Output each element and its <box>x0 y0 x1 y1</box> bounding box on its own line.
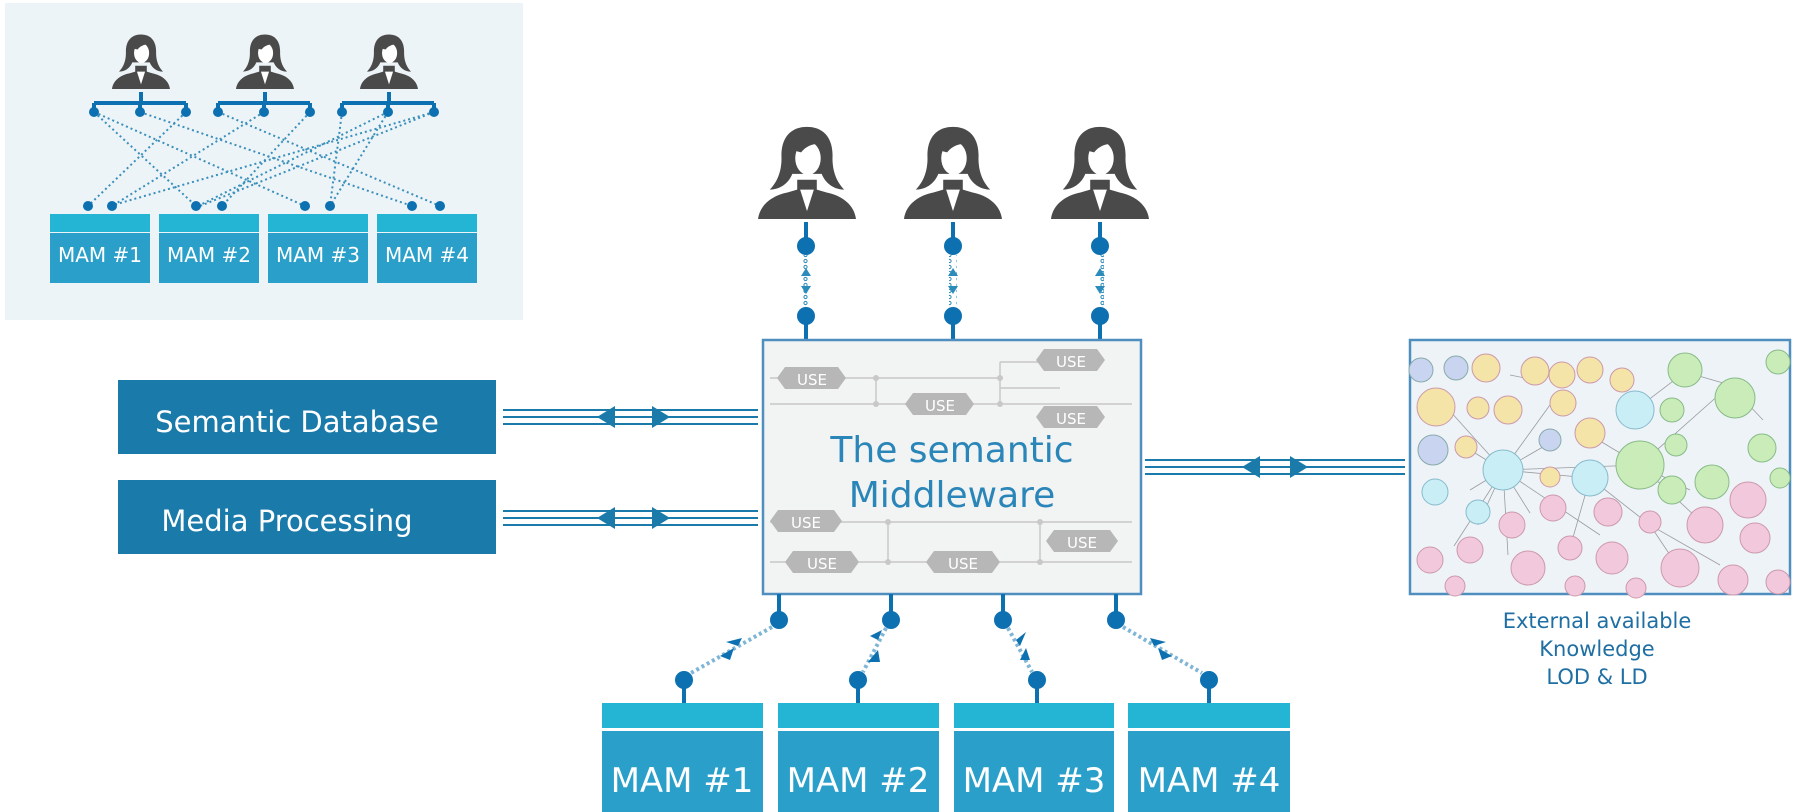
external-caption-line1: External available <box>1503 609 1692 633</box>
inset-mam-label: MAM #4 <box>385 243 469 267</box>
inset-panel: MAM #1 MAM #2 MAM #3 MAM #4 <box>5 3 523 320</box>
use-badge-label: USE <box>925 397 955 415</box>
user-icon <box>758 126 856 219</box>
mam-1: MAM #1 <box>602 703 763 812</box>
inset-mam-1: MAM #1 <box>50 214 150 283</box>
user-icon <box>904 126 1002 219</box>
use-badge: USE <box>785 551 859 573</box>
semantic-database-label: Semantic Database <box>155 405 439 439</box>
use-badge: USE <box>777 367 846 389</box>
inset-mam-label: MAM #2 <box>167 243 251 267</box>
inset-mam-3: MAM #3 <box>268 214 368 283</box>
top-users <box>758 126 1149 219</box>
inset-mam-label: MAM #1 <box>58 243 142 267</box>
external-knowledge-caption: External available Knowledge LOD & LD <box>1503 609 1692 689</box>
inset-cross-links <box>87 111 441 207</box>
semantic-database-connector <box>503 406 758 428</box>
middleware-title-line1: The semantic <box>829 430 1073 471</box>
use-badge: USE <box>1036 406 1105 428</box>
media-processing-box: Media Processing <box>118 480 496 554</box>
bottom-mam-connectors <box>675 594 1218 703</box>
use-badge-label: USE <box>1056 410 1086 428</box>
mam-label: MAM #1 <box>611 761 754 801</box>
media-processing-connector <box>503 507 758 529</box>
mam-4: MAM #4 <box>1128 703 1290 812</box>
middleware-title-line2: Middleware <box>849 475 1056 516</box>
inset-mam-4: MAM #4 <box>377 214 477 283</box>
external-caption-line2: Knowledge <box>1539 637 1654 661</box>
mam-3: MAM #3 <box>954 703 1114 812</box>
lod-cloud-nodes <box>1408 349 1791 599</box>
use-badge: USE <box>1036 349 1105 371</box>
inset-mam-label: MAM #3 <box>276 243 360 267</box>
inset-nodes <box>83 107 445 211</box>
use-badge-label: USE <box>797 371 827 389</box>
mam-label: MAM #3 <box>963 761 1106 801</box>
use-badge: USE <box>1046 530 1118 552</box>
semantic-database-box: Semantic Database <box>118 380 496 454</box>
use-badge-label: USE <box>1067 534 1097 552</box>
use-badge-label: USE <box>948 555 978 573</box>
use-badge-label: USE <box>1056 353 1086 371</box>
media-processing-label: Media Processing <box>161 504 412 538</box>
use-badge: USE <box>926 551 1000 573</box>
top-user-connectors <box>797 222 1109 340</box>
mam-label: MAM #4 <box>1138 761 1281 801</box>
inset-mam-2: MAM #2 <box>159 214 259 283</box>
lod-cloud-image <box>1408 338 1792 599</box>
use-badge-label: USE <box>791 514 821 532</box>
use-badge-label: USE <box>807 555 837 573</box>
semantic-middleware: USE USE USE USE USE USE USE USE <box>761 338 1143 596</box>
mam-2: MAM #2 <box>778 703 939 812</box>
mam-label: MAM #2 <box>787 761 930 801</box>
use-badge: USE <box>770 510 842 532</box>
external-caption-line3: LOD & LD <box>1546 665 1647 689</box>
use-badge: USE <box>905 393 974 415</box>
external-knowledge-connector <box>1145 456 1405 478</box>
user-icon <box>1051 126 1149 219</box>
